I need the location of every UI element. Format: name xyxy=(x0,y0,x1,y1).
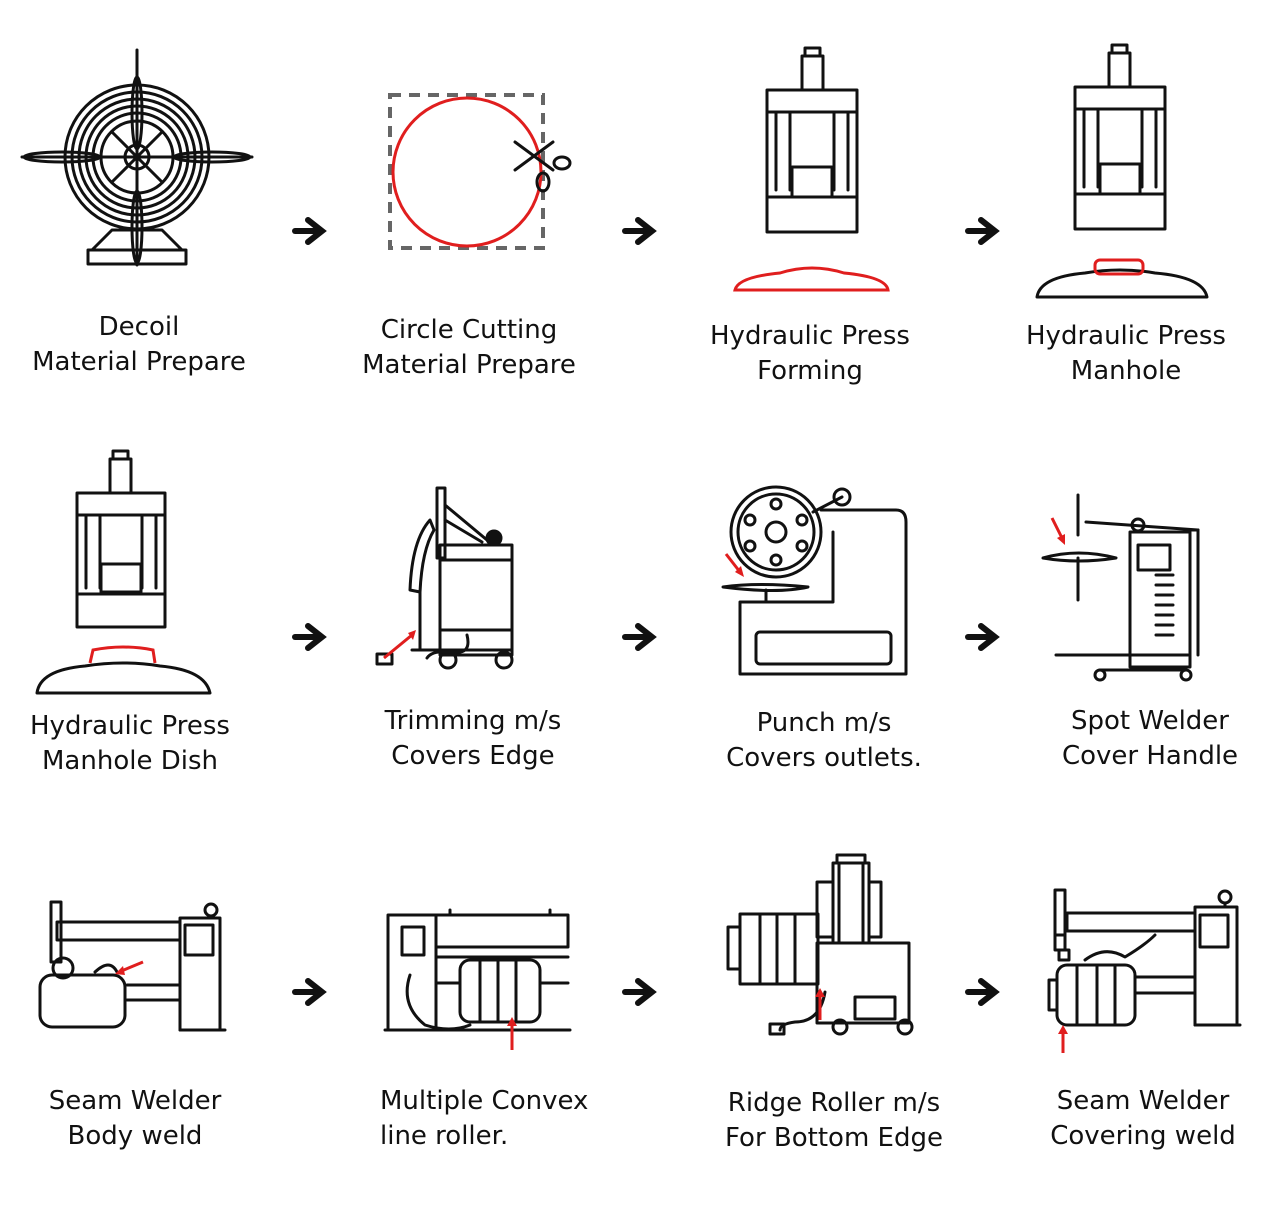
arrow-icon xyxy=(622,622,662,652)
seam-welder-icon xyxy=(38,900,227,1032)
step-2-caption: Circle Cutting Material Prepare xyxy=(349,313,589,383)
step-11-subtitle: For Bottom Edge xyxy=(725,1123,943,1153)
circle-cutting-icon xyxy=(388,93,572,250)
step-5-caption: Hydraulic Press Manhole Dish xyxy=(10,709,250,779)
arrow-icon xyxy=(965,622,1005,652)
step-11-title: Ridge Roller m/s xyxy=(727,1088,941,1118)
seam-welder-icon xyxy=(1047,888,1242,1053)
step-4-subtitle: Manhole xyxy=(1070,356,1182,386)
step-8-subtitle: Cover Handle xyxy=(1061,741,1239,771)
step-12-caption: Seam Welder Covering weld xyxy=(1023,1084,1263,1154)
convex-roller-icon xyxy=(383,908,572,1050)
step-1-subtitle: Material Prepare xyxy=(32,347,246,377)
arrow-icon xyxy=(965,977,1005,1007)
punch-machine-icon xyxy=(721,485,908,676)
step-6-subtitle: Covers Edge xyxy=(391,741,555,771)
arrow-icon xyxy=(292,216,332,246)
step-3-caption: Hydraulic Press Forming xyxy=(690,319,930,389)
decoiler-icon xyxy=(20,48,254,267)
step-12-subtitle: Covering weld xyxy=(1050,1121,1236,1151)
trimming-machine-icon xyxy=(375,486,514,670)
step-4-caption: Hydraulic Press Manhole xyxy=(1006,319,1246,389)
ridge-roller-icon xyxy=(726,853,914,1036)
step-6-caption: Trimming m/s Covers Edge xyxy=(353,704,593,774)
arrow-icon xyxy=(622,216,662,246)
step-3-title: Hydraulic Press xyxy=(710,321,910,351)
step-8-title: Spot Welder xyxy=(1071,706,1229,736)
arrow-icon xyxy=(292,977,332,1007)
step-7-subtitle: Covers outlets. xyxy=(726,743,922,773)
step-5-title: Hydraulic Press xyxy=(30,711,230,741)
step-1-caption: Decoil Material Prepare xyxy=(19,310,259,380)
step-10-subtitle: line roller. xyxy=(380,1121,509,1151)
arrow-icon xyxy=(965,216,1005,246)
arrow-icon xyxy=(292,622,332,652)
step-8-caption: Spot Welder Cover Handle xyxy=(1030,704,1270,774)
hydraulic-press-icon xyxy=(1035,43,1209,299)
step-2-title: Circle Cutting xyxy=(380,315,558,345)
step-5-subtitle: Manhole Dish xyxy=(42,746,218,776)
step-2-subtitle: Material Prepare xyxy=(362,350,576,380)
hydraulic-press-icon xyxy=(35,449,212,695)
step-7-caption: Punch m/s Covers outlets. xyxy=(704,706,944,776)
step-3-subtitle: Forming xyxy=(757,356,863,386)
step-9-subtitle: Body weld xyxy=(67,1121,203,1151)
step-10-title: Multiple Convex xyxy=(380,1086,589,1116)
step-7-title: Punch m/s xyxy=(756,708,892,738)
arrow-icon xyxy=(622,977,662,1007)
hydraulic-press-icon xyxy=(733,46,890,292)
step-9-caption: Seam Welder Body weld xyxy=(15,1084,255,1154)
step-12-title: Seam Welder xyxy=(1056,1086,1230,1116)
step-11-caption: Ridge Roller m/s For Bottom Edge xyxy=(714,1086,954,1156)
step-10-caption: Multiple Convex line roller. xyxy=(380,1084,620,1154)
step-4-title: Hydraulic Press xyxy=(1026,321,1226,351)
step-9-title: Seam Welder xyxy=(48,1086,222,1116)
spot-welder-icon xyxy=(1041,493,1200,682)
step-1-title: Decoil xyxy=(98,312,180,342)
step-6-title: Trimming m/s xyxy=(384,706,562,736)
